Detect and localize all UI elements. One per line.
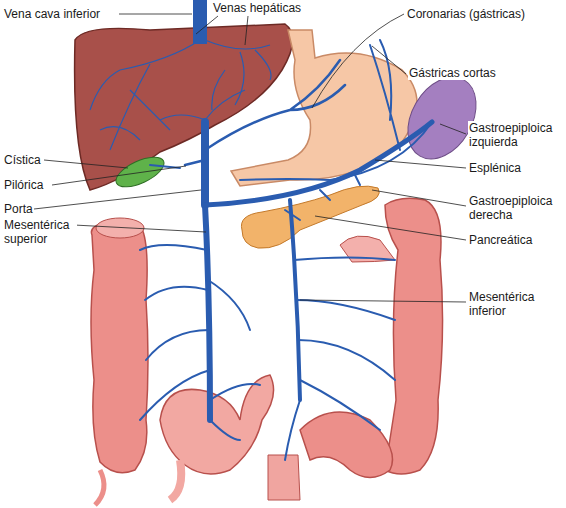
part-label: Vena cava inferior [3,7,101,21]
part-label: Gástricas cortas [408,66,497,80]
part-label: Gastroepiploica derecha [468,194,562,222]
part-label: Gastroepiploica izquierda [468,121,562,149]
part-label: Pilórica [3,178,44,192]
part-label: Cística [3,153,42,167]
part-label: Porta [3,202,34,216]
part-label: Pancreática [468,233,533,247]
part-label: Esplénica [468,161,522,175]
part-label: Mesentérica superior [3,218,77,246]
part-label: Venas hepáticas [212,1,302,15]
part-label: Coronarias (gástricas) [406,7,526,21]
part-label: Mesentérica inferior [468,290,550,318]
